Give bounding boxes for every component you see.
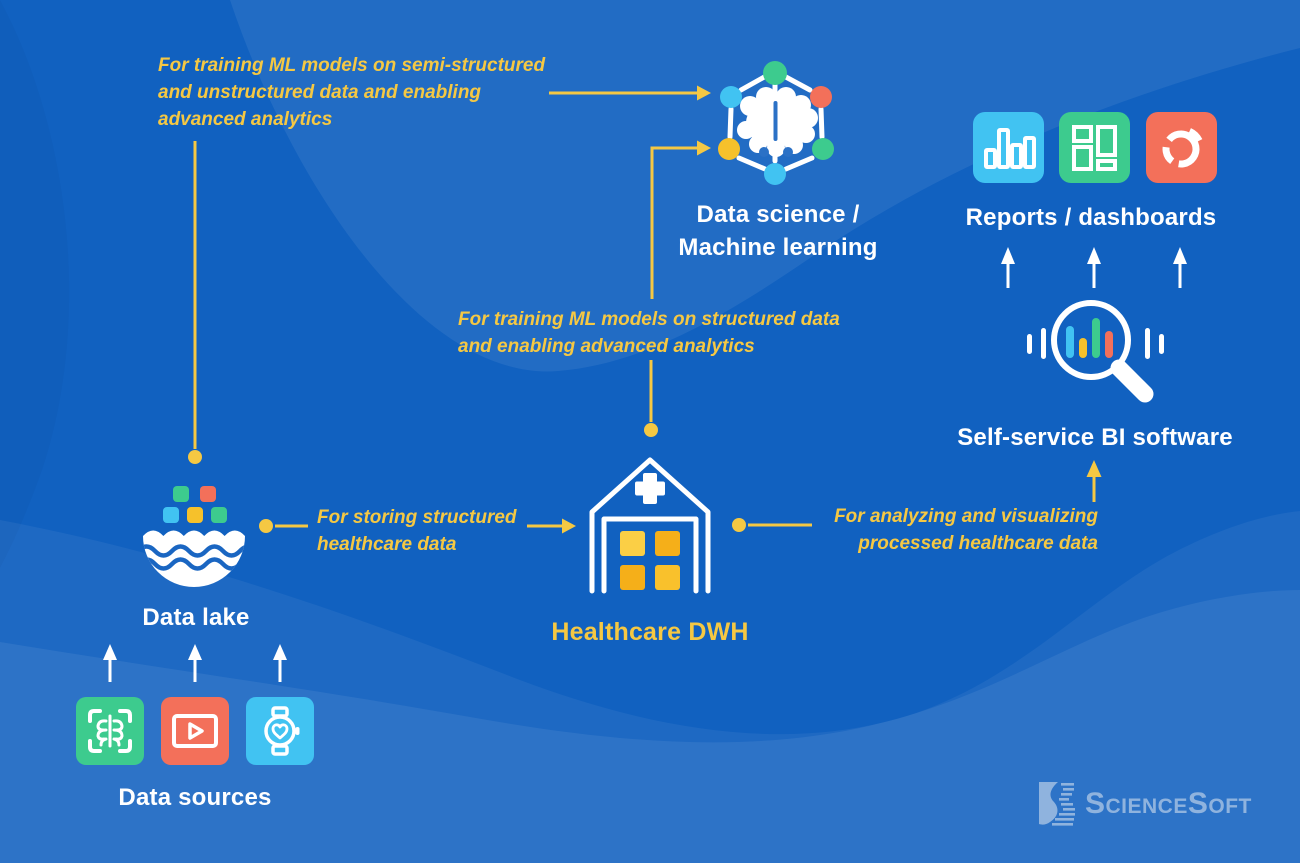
annotation-line: For training ML models on structured dat… (458, 309, 840, 330)
connector-structured-flow (644, 360, 658, 437)
healthcare-dwh-icon (589, 457, 711, 594)
annotation-line: advanced analytics (158, 109, 333, 130)
smartwatch-icon (264, 706, 300, 756)
annotation-train-unstructured: For training ML models on semi-structure… (158, 52, 598, 133)
data-science-label-line2: Machine learning (678, 234, 878, 261)
source-tile-video (161, 697, 229, 765)
xray-scan-icon (88, 709, 132, 753)
annotation-train-structured: For training ML models on structured dat… (458, 306, 878, 360)
annotation-line: processed healthcare data (858, 533, 1098, 554)
reports-label: Reports / dashboards (965, 204, 1217, 231)
annotation-line: For analyzing and visualizing (834, 506, 1098, 527)
report-tile-dashboard (1059, 112, 1130, 183)
data-sources-label: Data sources (118, 784, 272, 811)
report-tile-donut (1146, 112, 1217, 183)
network-nodes (718, 61, 834, 185)
data-lake-label: Data lake (142, 604, 250, 631)
bi-software-label: Self-service BI software (957, 424, 1233, 451)
donut-chart-icon (1162, 128, 1203, 168)
sciencesoft-logo: ScienceSoft (1038, 781, 1252, 827)
annotation-line: and unstructured data and enabling (158, 82, 482, 103)
annotation-storing: For storing structured healthcare data (317, 504, 537, 558)
arrows-sources-to-lake (103, 644, 287, 682)
brain-network-icon (718, 61, 834, 185)
video-player-icon (172, 714, 218, 748)
report-tile-bar-chart (973, 112, 1044, 183)
sciencesoft-logo-icon (1039, 782, 1075, 826)
dashboard-layout-icon (1072, 125, 1117, 171)
arrows-bi-to-reports (1001, 247, 1187, 288)
annotation-line: healthcare data (317, 534, 457, 555)
annotation-analyzing: For analyzing and visualizing processed … (798, 503, 1098, 557)
magnifier-bars-icon (1027, 300, 1164, 403)
annotation-line: For training ML models on semi-structure… (158, 55, 546, 76)
source-tile-xray (76, 697, 144, 765)
source-tile-smartwatch (246, 697, 314, 765)
healthcare-dwh-label: Healthcare DWH (551, 618, 749, 646)
data-science-label-line1: Data science / (696, 201, 860, 228)
sciencesoft-logo-text: ScienceSoft (1085, 787, 1252, 820)
bar-chart-icon (984, 128, 1036, 169)
connector-unstructured-flow (188, 85, 711, 464)
data-lake-icon (143, 486, 245, 587)
annotation-line: For storing structured (317, 507, 517, 528)
data-blocks (163, 486, 227, 523)
annotation-line: and enabling advanced analytics (458, 336, 755, 357)
